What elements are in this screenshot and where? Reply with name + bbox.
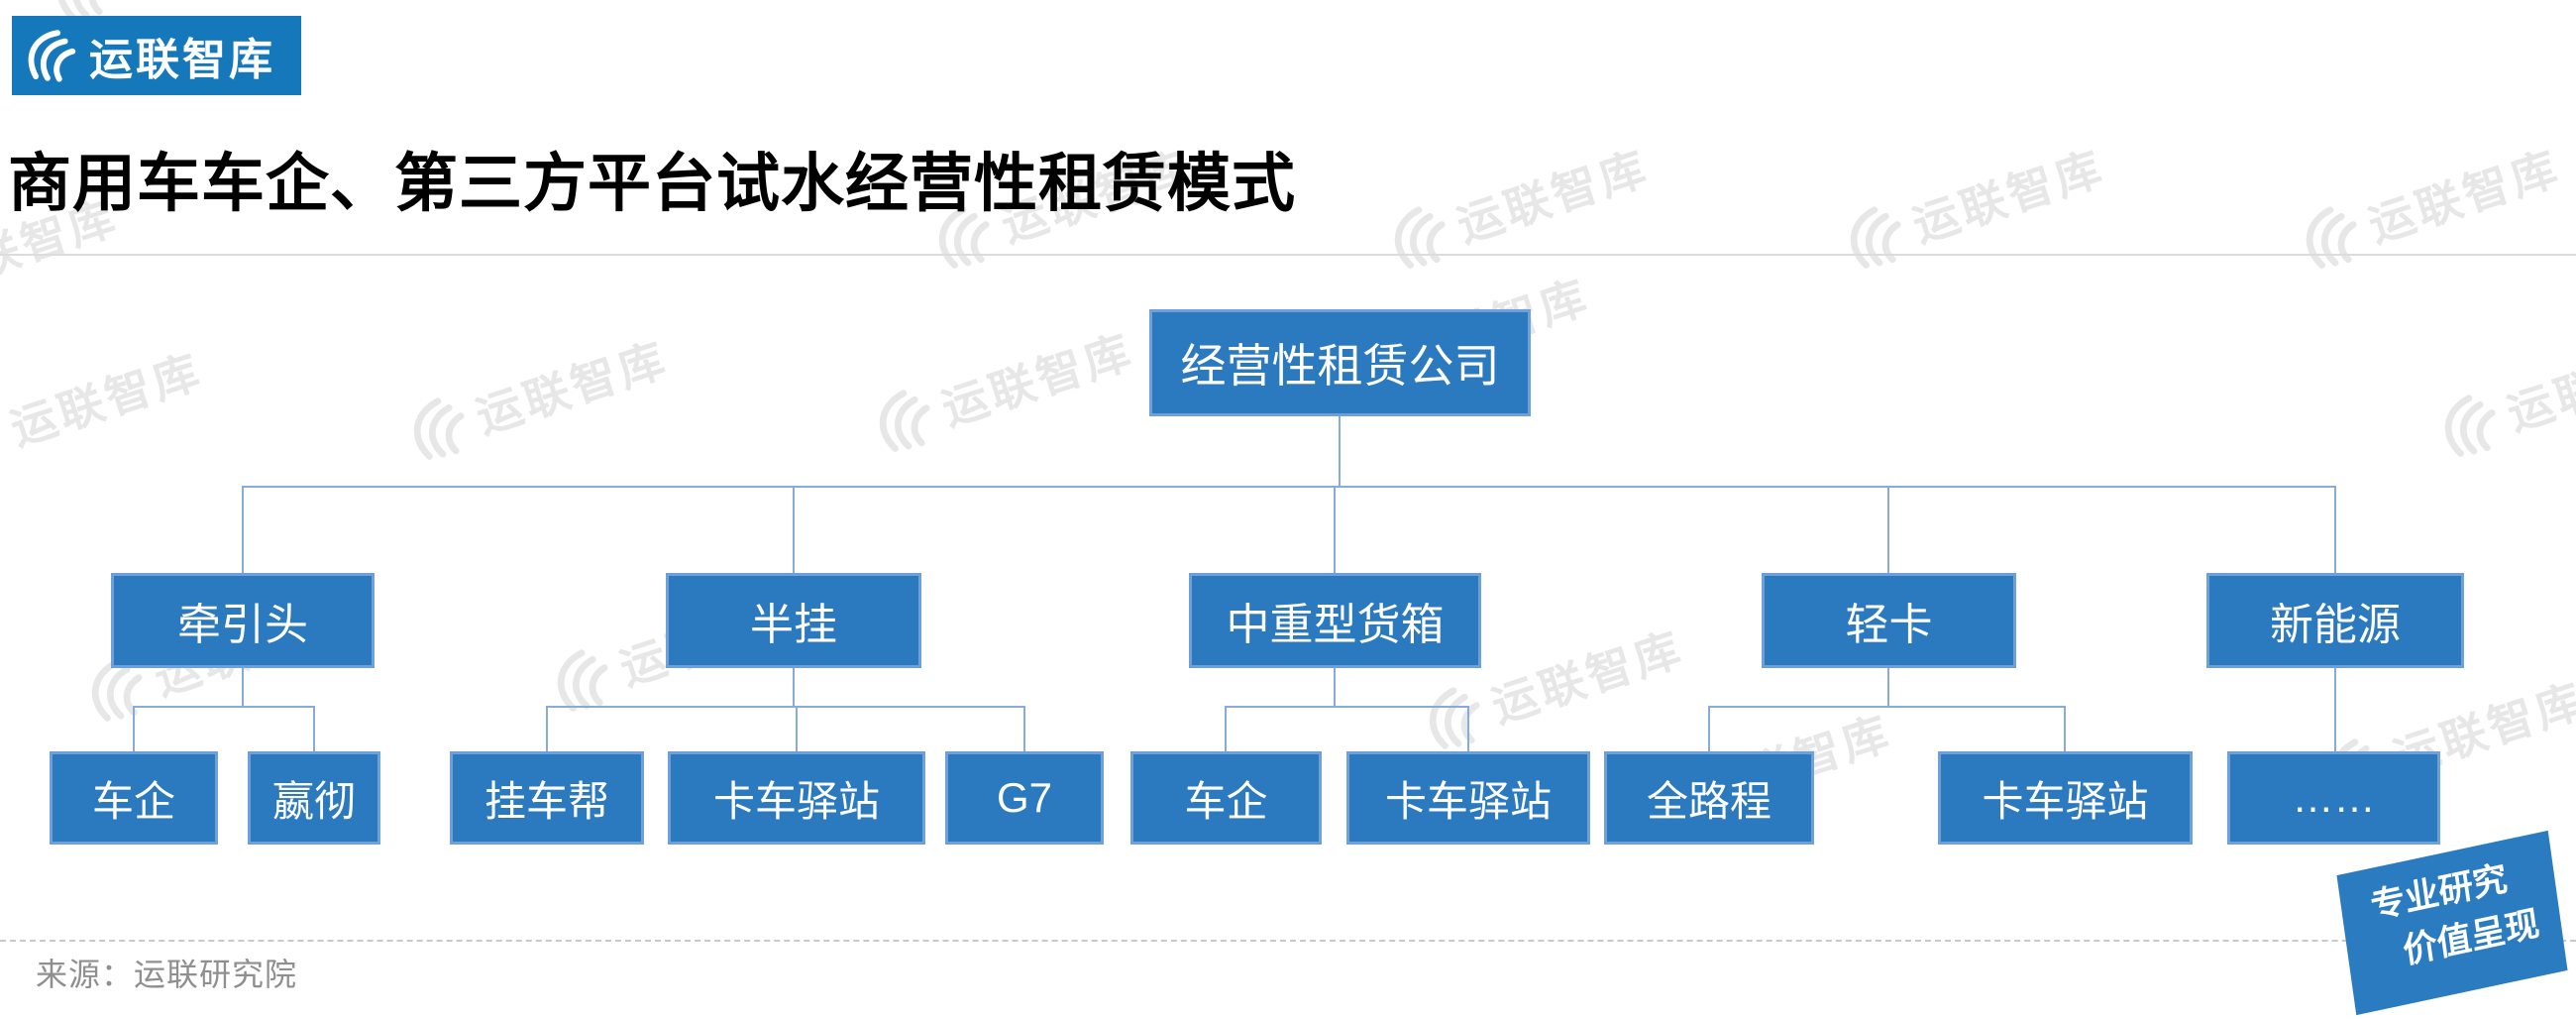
connector-leaf-drop [796,706,798,751]
leaf-inceptio: 嬴彻 [248,751,380,845]
watermark-label: 运联智库 [1485,622,1690,733]
leaf-oem-2: 车企 [1130,751,1322,845]
watermark-label: 运联智库 [935,324,1140,435]
connector-branch-stub [1334,668,1336,706]
connector-branch-stub [1887,668,1889,706]
brand-watermark: 运联智库 [2432,320,2576,465]
swoosh-icon [0,400,14,478]
branch-medium-heavy-box: 中重型货箱 [1189,573,1481,668]
branch-new-energy: 新能源 [2206,573,2464,668]
connector-branch-drop [2334,486,2336,573]
watermark-label: 运联智库 [1450,141,1656,252]
connector-bracket-tractor [133,706,315,708]
swoosh-icon [1382,197,1459,275]
watermark-label: 运联智库 [2362,141,2567,252]
connector-leaf-drop [1225,706,1227,751]
connector-branch-drop [242,486,244,573]
connector-bracket-cargobox [1225,706,1469,708]
branch-light-truck: 轻卡 [1762,573,2016,668]
swoosh-icon [2432,386,2510,463]
swoosh-icon [401,389,479,466]
connector-leaf-drop [1023,706,1025,751]
connector-branch-stub [242,668,244,706]
connector-branch-drop [1334,486,1336,573]
swoosh-icon [1417,678,1494,755]
footer-divider [0,940,2576,942]
logo-swoosh-icon [26,29,79,82]
connector-branch-stub [793,668,795,706]
leaf-guachebang: 挂车帮 [450,751,644,845]
watermark-label: 运联智库 [1906,141,2111,252]
source-note: 来源：运联研究院 [36,957,298,992]
connector-root-drop [1339,416,1341,486]
watermark-label: 运联智库 [110,0,319,8]
connector-leaf-drop [1708,706,1710,751]
leaf-truck-station-1: 卡车驿站 [668,751,925,845]
branch-semi-trailer: 半挂 [666,573,921,668]
brand-watermark: 运联智库 [401,323,676,468]
swoosh-icon [2294,197,2371,275]
brand-badge: 专业研究 价值呈现 [2336,830,2568,1016]
connector-leaf-drop [133,706,135,751]
connector-newenergy-drop [2334,668,2336,751]
brand-watermark: 运联智库 [867,315,1141,460]
connector-leaf-drop [2064,706,2066,751]
watermark-label: 运联智库 [2501,329,2576,440]
leaf-quanlucheng: 全路程 [1604,751,1814,845]
connector-branch-drop [1887,486,1889,573]
swoosh-icon [1838,197,1915,275]
swoosh-icon [867,381,944,458]
watermark-label: 运联智库 [4,344,209,455]
brand-watermark: 运联智库 [0,335,210,480]
leaf-g7: G7 [945,751,1104,845]
title-divider [0,254,2576,256]
page-title: 商用车车企、第三方平台试水经营性租赁模式 [8,148,1296,219]
connector-branch-drop [793,486,795,573]
connector-bracket-lighttruck [1708,706,2066,708]
leaf-oem-1: 车企 [50,751,218,845]
leaf-truck-station-2: 卡车驿站 [1346,751,1590,845]
connector-bracket-semitrailer [546,706,1025,708]
connector-leaf-drop [313,706,315,751]
leaf-truck-station-3: 卡车驿站 [1938,751,2193,845]
connector-leaf-drop [546,706,548,751]
connector-distribution [242,486,2336,488]
branch-tractor-head: 牵引头 [111,573,375,668]
brand-logo: 运联智库 [12,16,301,95]
watermark-label: 运联智库 [470,332,675,443]
connector-leaf-drop [1467,706,1469,751]
node-operating-leasing-company: 经营性租赁公司 [1149,309,1531,416]
leaf-ellipsis: …… [2227,751,2440,845]
logo-text: 运联智库 [89,36,275,84]
